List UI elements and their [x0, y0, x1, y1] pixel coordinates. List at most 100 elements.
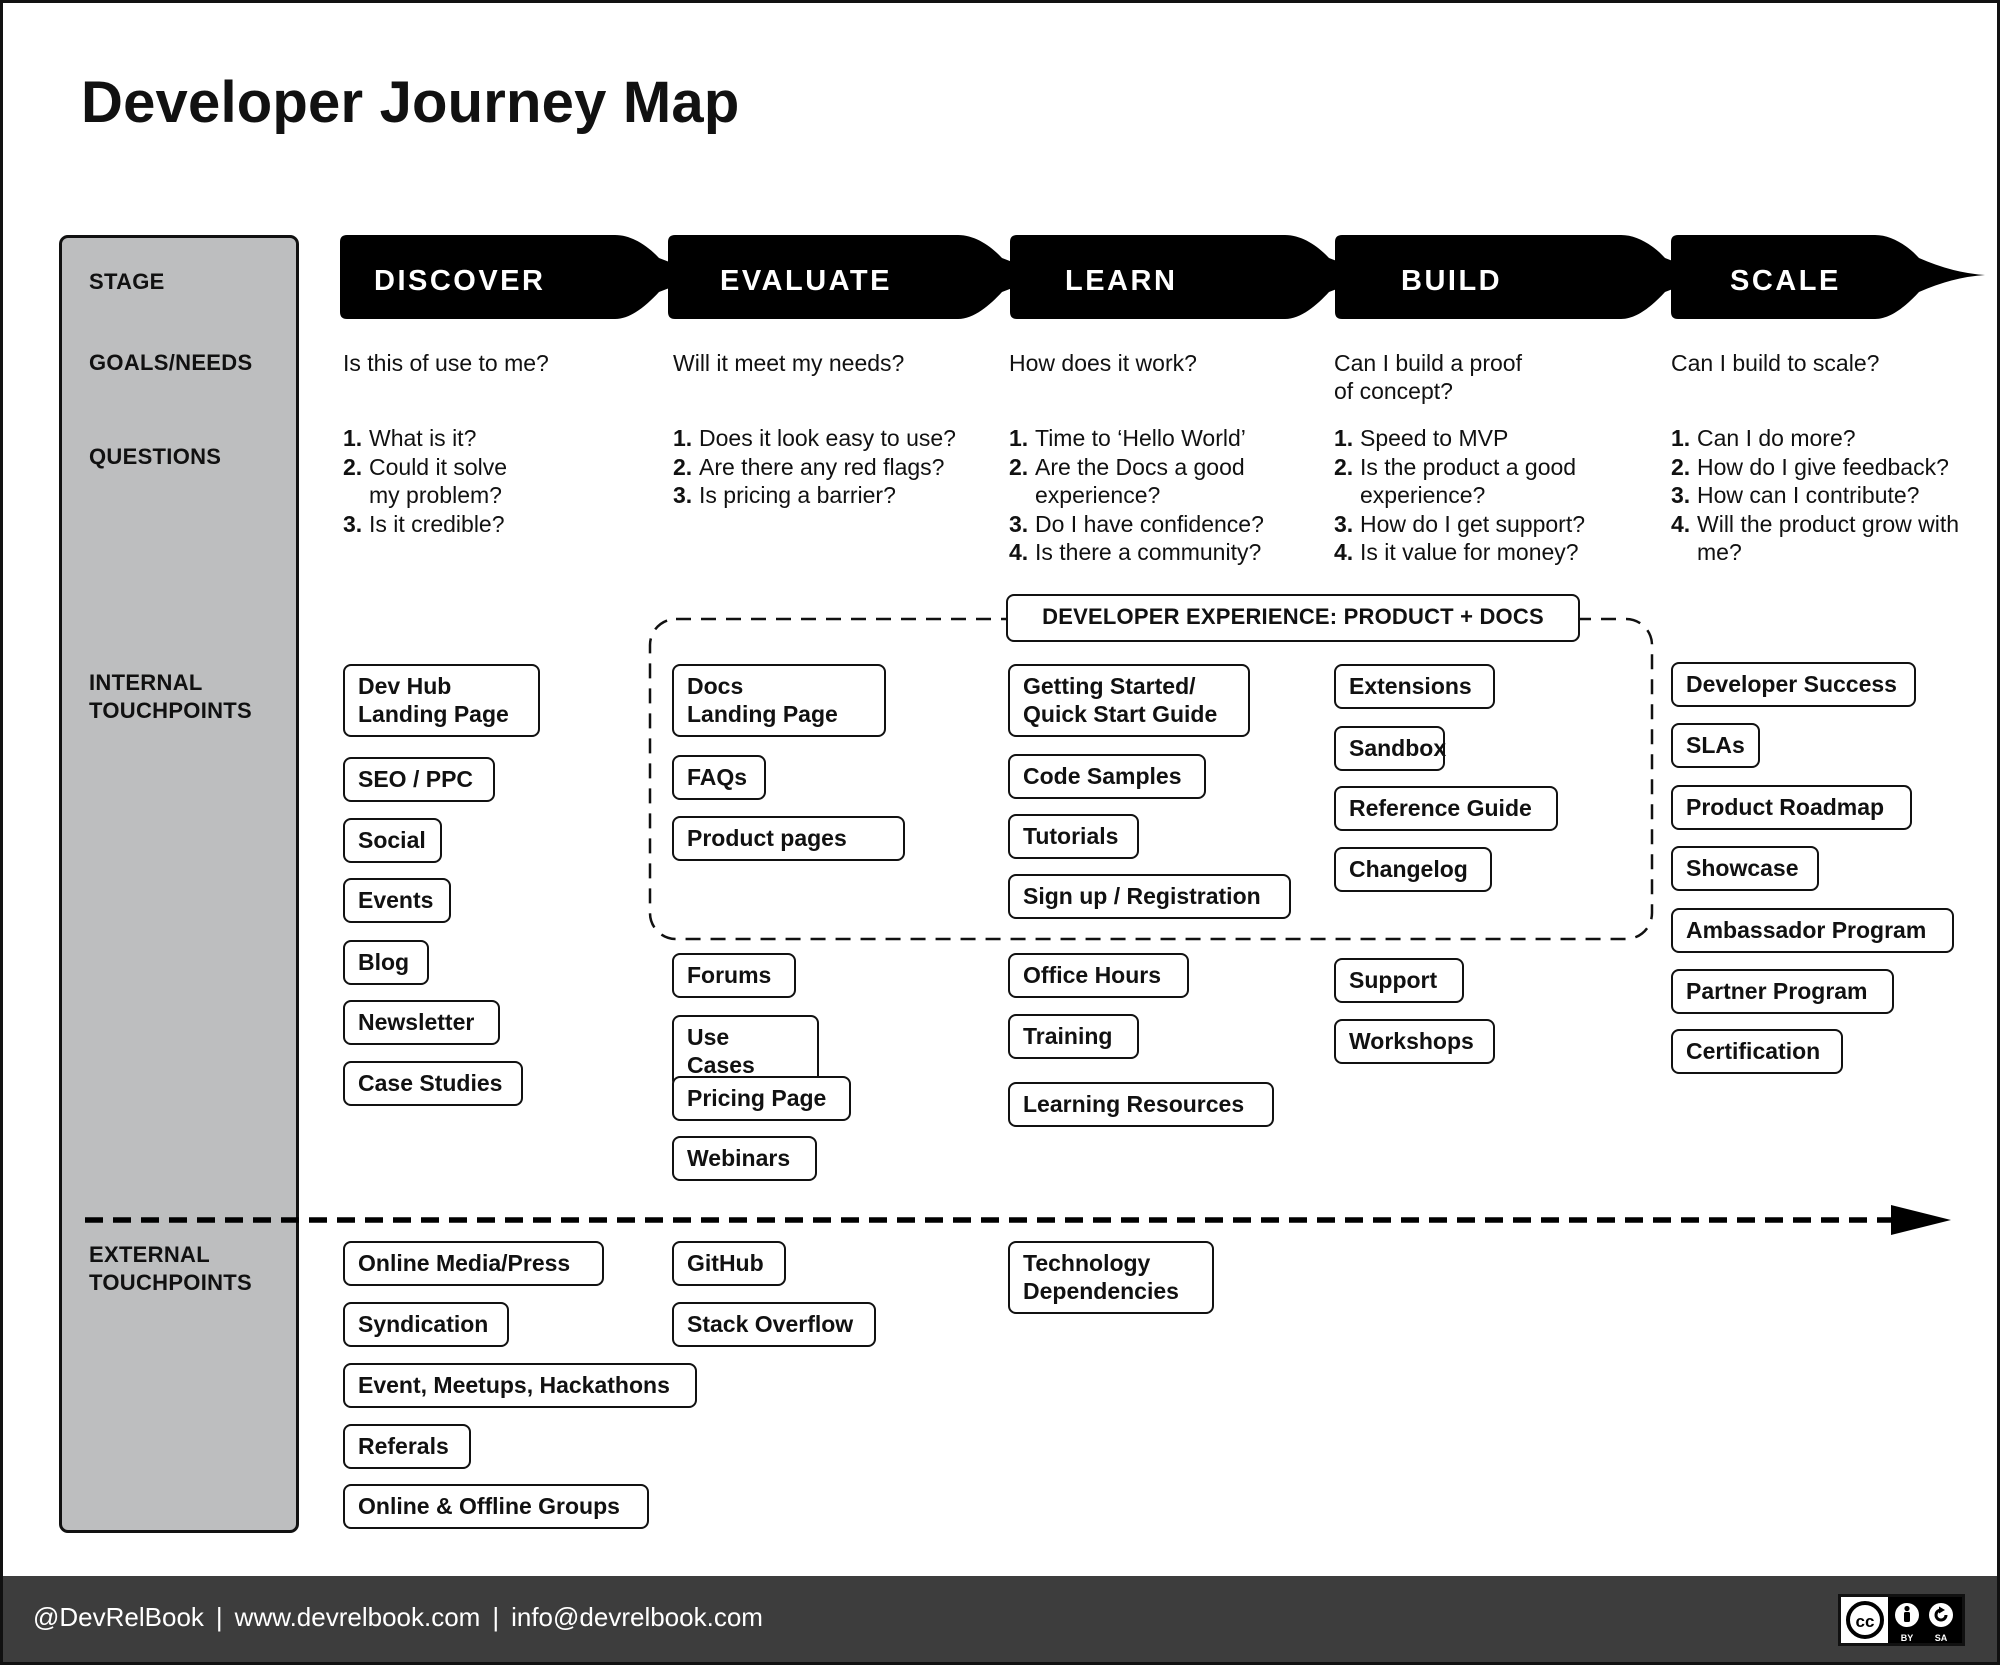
row-label-goals: GOALS/NEEDS: [89, 350, 253, 375]
question-text: Are the Docs a good experience?: [1035, 453, 1245, 509]
question-number: 3.: [1009, 510, 1029, 537]
touchpoint-slas: SLAs: [1671, 723, 1760, 768]
question-item: 3.How do I get support?: [1334, 510, 1634, 539]
question-number: 3.: [343, 510, 363, 537]
touchpoint-extensions: Extensions: [1334, 664, 1495, 709]
touchpoint-product-roadmap: Product Roadmap: [1671, 785, 1912, 830]
touchpoint-blog: Blog: [343, 940, 429, 985]
stage-label-build: BUILD: [1401, 265, 1502, 297]
question-item: 3.Is pricing a barrier?: [673, 481, 993, 510]
cc-sa-label: SA: [1935, 1633, 1948, 1643]
question-text: How can I contribute?: [1697, 482, 1920, 508]
touchpoint-tutorials: Tutorials: [1008, 814, 1139, 859]
touchpoint-dev-hub-landing-page: Dev Hub Landing Page: [343, 664, 540, 737]
touchpoint-faqs: FAQs: [672, 755, 766, 800]
question-text: Does it look easy to use?: [699, 425, 956, 451]
touchpoint-newsletter: Newsletter: [343, 1000, 500, 1045]
touchpoint-code-samples: Code Samples: [1008, 754, 1206, 799]
page-title: Developer Journey Map: [81, 70, 740, 135]
touchpoint-developer-success: Developer Success: [1671, 662, 1916, 707]
touchpoint-case-studies: Case Studies: [343, 1061, 523, 1106]
footer-handle[interactable]: @DevRelBook: [33, 1602, 204, 1632]
question-text: Do I have confidence?: [1035, 510, 1264, 537]
touchpoint-sign-up-registration: Sign up / Registration: [1008, 874, 1291, 919]
question-item: 1.Does it look easy to use?: [673, 424, 993, 453]
question-item: 2.Are the Docs a good experience?: [1009, 453, 1309, 510]
touchpoint-referals: Referals: [343, 1424, 471, 1469]
question-text: How do I give feedback?: [1697, 453, 1949, 480]
stage-arrow-scale: SCALE: [1671, 235, 1985, 319]
footer-bar: @DevRelBook|www.devrelbook.com|info@devr…: [3, 1576, 1997, 1662]
footer-contact: @DevRelBook|www.devrelbook.com|info@devr…: [33, 1602, 763, 1633]
stage-banner: DISCOVER EVALUATE LEARN BUILD SCALE: [85, 235, 1985, 1235]
touchpoint-showcase: Showcase: [1671, 846, 1819, 891]
row-label-sidebar: [59, 235, 299, 1533]
footer-separator: |: [492, 1602, 500, 1632]
goal-scale: Can I build to scale?: [1671, 350, 1880, 376]
touchpoint-partner-program: Partner Program: [1671, 969, 1894, 1014]
question-number: 3.: [673, 482, 693, 508]
question-item: 4.Will the product grow with me?: [1671, 510, 1971, 567]
touchpoint-certification: Certification: [1671, 1029, 1843, 1074]
touchpoint-seo-ppc: SEO / PPC: [343, 757, 495, 802]
touchpoint-workshops: Workshops: [1334, 1019, 1495, 1064]
touchpoint-changelog: Changelog: [1334, 847, 1492, 892]
timeline-arrowhead-icon: [1891, 1205, 1951, 1235]
touchpoint-learning-resources: Learning Resources: [1008, 1082, 1274, 1127]
touchpoint-events: Events: [343, 878, 451, 923]
question-text: Are there any red flags?: [699, 453, 945, 480]
footer-email-link[interactable]: info@devrelbook.com: [511, 1602, 763, 1632]
stage-arrow-build: BUILD: [1335, 235, 1709, 319]
questions-discover: 1.What is it?2.Could it solve my problem…: [343, 424, 523, 538]
stage-label-discover: DISCOVER: [374, 265, 545, 297]
goal-build: Can I build a proof of concept?: [1334, 350, 1522, 404]
question-item: 4.Is it value for money?: [1334, 538, 1634, 567]
cc-label: cc: [1856, 1612, 1875, 1631]
question-item: 2.Could it solve my problem?: [343, 453, 523, 510]
touchpoint-reference-guide: Reference Guide: [1334, 786, 1558, 831]
touchpoint-technology-dependencies: Technology Dependencies: [1008, 1241, 1214, 1314]
row-label-external-touchpoints: EXTERNAL TOUCHPOINTS: [89, 1242, 253, 1295]
touchpoint-webinars: Webinars: [672, 1136, 817, 1181]
touchpoint-ambassador-program: Ambassador Program: [1671, 908, 1954, 953]
question-item: 4.Is there a community?: [1009, 538, 1309, 567]
touchpoint-sandbox: Sandbox: [1334, 726, 1446, 771]
developer-experience-label: DEVELOPER EXPERIENCE: PRODUCT + DOCS: [1006, 594, 1580, 642]
question-item: 1.Speed to MVP: [1334, 424, 1634, 453]
question-number: 1.: [1671, 425, 1691, 451]
stage-arrow-learn: LEARN: [1010, 235, 1373, 319]
question-text: Can I do more?: [1697, 425, 1856, 451]
touchpoint-getting-started-quick-start-guide: Getting Started/ Quick Start Guide: [1008, 664, 1250, 737]
stage-label-learn: LEARN: [1065, 265, 1177, 297]
question-item: 1.What is it?: [343, 424, 523, 453]
question-number: 3.: [1671, 482, 1691, 508]
question-number: 1.: [673, 425, 693, 451]
stage-label-scale: SCALE: [1730, 265, 1841, 297]
question-item: 1.Can I do more?: [1671, 424, 1971, 453]
question-text: Is there a community?: [1035, 539, 1262, 565]
goal-evaluate: Will it meet my needs?: [673, 350, 905, 376]
cc-by-label: BY: [1901, 1633, 1914, 1643]
question-text: Is it credible?: [369, 510, 505, 537]
question-item: 3.Do I have confidence?: [1009, 510, 1309, 539]
question-text: Is pricing a barrier?: [699, 482, 896, 508]
cc-by-sa-license-icon: cc BY SA: [1838, 1594, 1965, 1646]
touchpoint-office-hours: Office Hours: [1008, 953, 1189, 998]
row-label-internal-touchpoints: INTERNAL TOUCHPOINTS: [89, 670, 253, 723]
stage-label-evaluate: EVALUATE: [720, 265, 892, 297]
touchpoint-syndication: Syndication: [343, 1302, 509, 1347]
touchpoint-github: GitHub: [672, 1241, 786, 1286]
question-item: 2.How do I give feedback?: [1671, 453, 1971, 482]
touchpoint-pricing-page: Pricing Page: [672, 1076, 851, 1121]
question-number: 2.: [673, 453, 693, 480]
question-text: Is the product a good experience?: [1360, 453, 1577, 509]
question-number: 2.: [1334, 453, 1354, 480]
question-text: Will the product grow with me?: [1697, 510, 1960, 566]
question-number: 2.: [343, 453, 363, 480]
question-item: 2.Is the product a good experience?: [1334, 453, 1634, 510]
question-item: 3.How can I contribute?: [1671, 481, 1971, 510]
footer-website-link[interactable]: www.devrelbook.com: [234, 1602, 481, 1632]
touchpoint-event-meetups-hackathons: Event, Meetups, Hackathons: [343, 1363, 697, 1408]
touchpoint-online-media-press: Online Media/Press: [343, 1241, 604, 1286]
touchpoint-use-cases: Use Cases: [672, 1015, 819, 1088]
